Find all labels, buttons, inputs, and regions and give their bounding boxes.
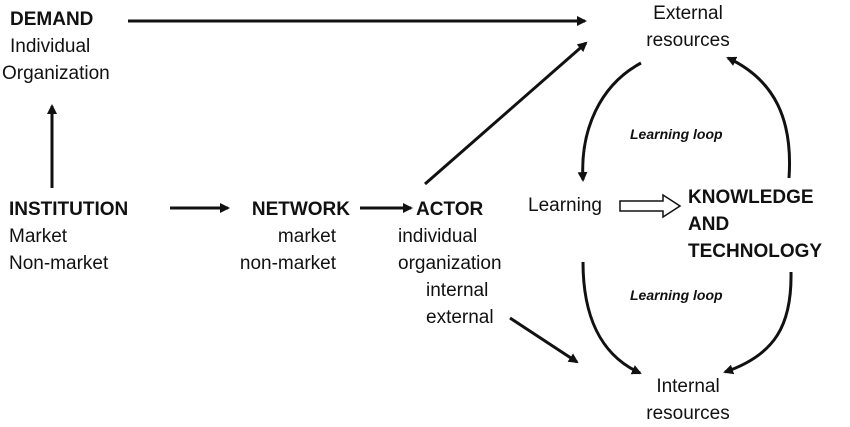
external-resources-line: resources	[646, 30, 730, 51]
internal-resources-line: Internal	[656, 376, 720, 397]
actor-item: individual	[398, 226, 478, 247]
demand-item: Individual	[10, 36, 91, 57]
institution-title: INSTITUTION	[9, 199, 129, 220]
demand-title: DEMAND	[10, 9, 94, 30]
learning-loop-top-label: Learning loop	[630, 126, 723, 142]
loop-arrow-knowledge-to-external	[726, 56, 792, 179]
demand-item: Organization	[2, 63, 110, 84]
loop-arrow-learning-to-internal	[581, 261, 642, 375]
arrow-actor-to-external	[424, 41, 588, 186]
internal-resources-line: resources	[646, 403, 730, 424]
network-title: NETWORK	[251, 199, 350, 220]
network-block: NETWORK market non-market	[216, 196, 350, 277]
institution-block: INSTITUTION Market Non-market	[9, 196, 128, 277]
arrow-actor-to-internal	[509, 316, 579, 364]
knowledge-line: AND	[688, 214, 730, 235]
network-item: market	[277, 226, 336, 247]
actor-item: organization	[398, 253, 502, 274]
network-item: non-market	[239, 253, 336, 274]
actor-block: ACTOR individual organization internal e…	[398, 196, 502, 331]
institution-item: Market	[9, 226, 68, 247]
knowledge-technology-block: KNOWLEDGE AND TECHNOLOGY	[688, 184, 822, 265]
actor-item: external	[426, 307, 494, 328]
hollow-arrow-learning-to-knowledge	[619, 193, 682, 219]
loop-arrow-external-to-learning	[577, 61, 642, 182]
loop-arrow-knowledge-to-internal	[723, 271, 793, 375]
knowledge-line: KNOWLEDGE	[688, 187, 814, 208]
knowledge-line: TECHNOLOGY	[688, 241, 823, 262]
external-resources-line: External	[653, 3, 723, 24]
learning-label: Learning	[528, 195, 602, 216]
learning-loop-bottom-label: Learning loop	[630, 287, 723, 303]
external-resources-label: External resources	[630, 0, 746, 54]
internal-resources-label: Internal resources	[630, 373, 746, 427]
actor-title: ACTOR	[416, 199, 484, 220]
demand-block: DEMAND Individual Organization	[2, 6, 110, 87]
institution-item: Non-market	[9, 253, 109, 274]
actor-item: internal	[426, 280, 489, 301]
